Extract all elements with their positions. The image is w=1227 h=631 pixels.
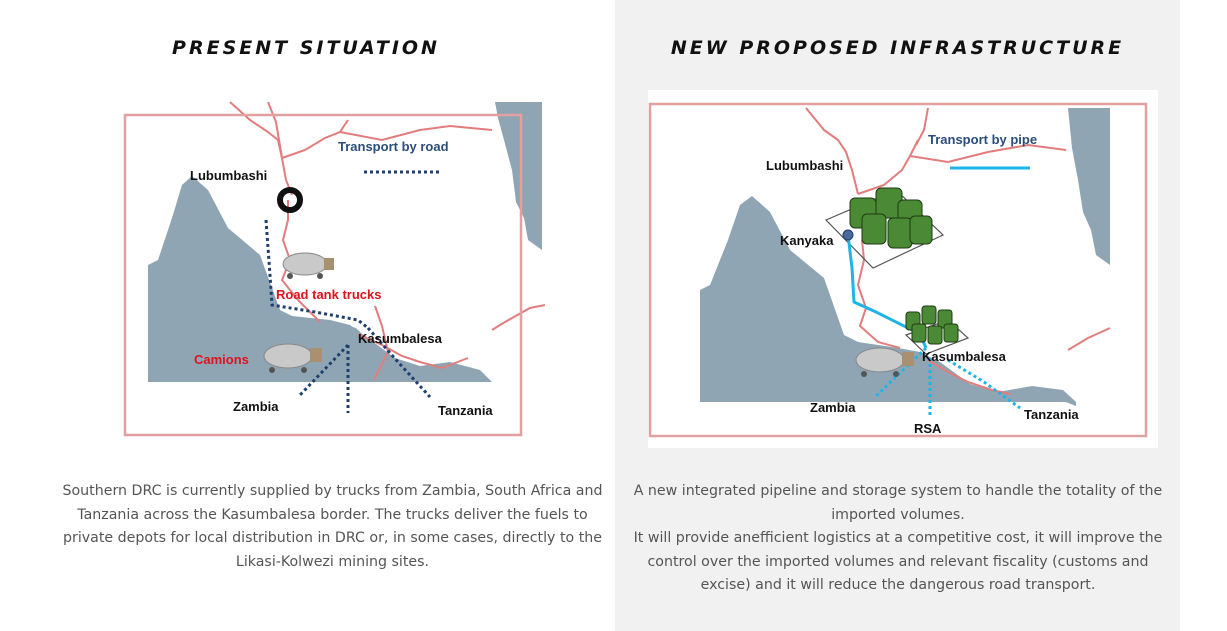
tank-truck-icon [855,347,914,377]
tanzania-label: Tanzania [1024,407,1079,422]
present-situation-text: Southern DRC is currently supplied by tr… [62,483,603,570]
map-frame [123,113,523,437]
map-frame [648,102,1148,438]
present-situation-map: Transport by road Lubumbashi Road tank t… [123,101,545,437]
lubumbashi-label: Lubumbashi [190,168,267,183]
road-transport-routes [264,219,432,413]
tank-truck-icon [282,252,334,279]
road-tank-trucks-label: Road tank trucks [276,287,381,302]
present-situation-description: Southern DRC is currently supplied by tr… [60,480,605,574]
zambia-label: Zambia [810,400,856,415]
zambia-label: Zambia [233,399,279,414]
tank-truck-icon-2 [263,343,322,373]
storage-platform-kasumbalesa [904,319,970,355]
new-infrastructure-map: Transport by pipe Lubumbashi Kanyaka Kas… [648,90,1158,448]
present-situation-heading: PRESENT SITUATION [172,37,440,59]
kasumbalesa-label: Kasumbalesa [358,331,443,346]
legend-pipe-label: Transport by pipe [928,132,1037,147]
water-area-east [495,102,542,250]
new-infrastructure-text-1: A new integrated pipeline and storage sy… [633,483,1163,523]
lubumbashi-marker-icon [277,187,303,213]
new-infrastructure-description: A new integrated pipeline and storage sy… [627,480,1169,598]
kanyaka-label: Kanyaka [780,233,834,248]
pipeline-import-routes [874,346,1021,415]
legend-road-label: Transport by road [338,139,449,154]
kanyaka-node-icon [842,229,854,241]
new-infrastructure-text-2: It will provide anefficient logistics at… [633,530,1163,593]
road-network [229,101,545,381]
kasumbalesa-label: Kasumbalesa [922,349,1007,364]
present-situation-panel: PRESENT SITUATION Transport by road [0,0,612,631]
new-infrastructure-panel: NEW PROPOSED INFRASTRUCTURE [615,0,1180,631]
tanzania-label: Tanzania [438,403,493,418]
storage-tank-cluster-icon [849,187,933,249]
rsa-label: RSA [914,421,942,436]
water-area-2 [148,280,492,382]
lubumbashi-label: Lubumbashi [766,158,843,173]
new-infrastructure-heading: NEW PROPOSED INFRASTRUCTURE [670,37,1125,59]
camions-label: Camions [194,352,249,367]
storage-tank-cluster-icon-2 [905,305,959,345]
water-area-east [1068,108,1110,265]
road-network [805,107,1111,395]
